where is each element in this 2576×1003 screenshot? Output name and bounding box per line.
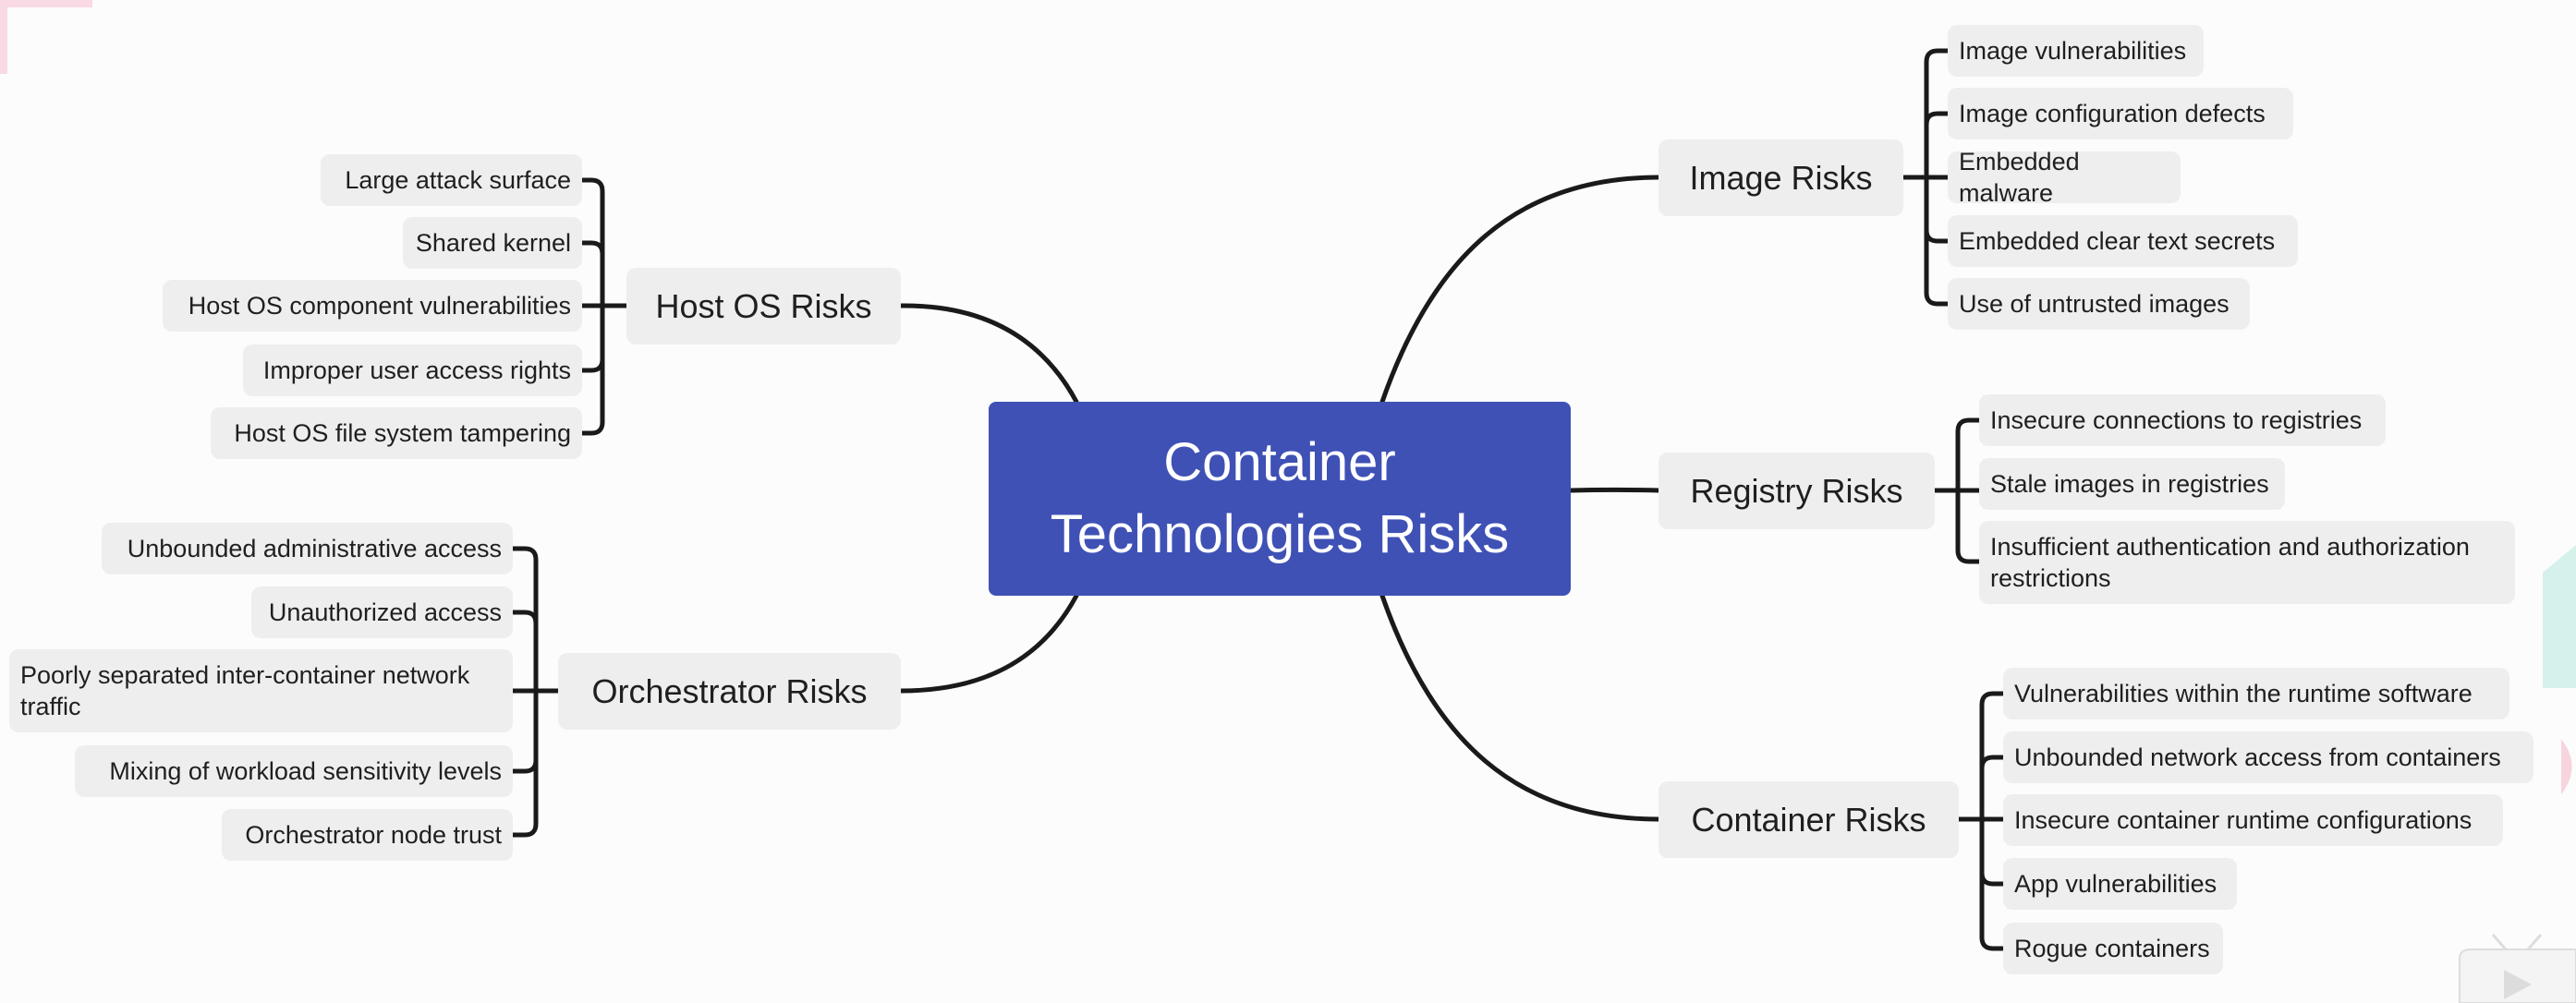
- leaf-runtime-software-vulnerabilities[interactable]: Vulnerabilities within the runtime softw…: [2003, 668, 2509, 719]
- leaf-stale-images-registries[interactable]: Stale images in registries: [1979, 458, 2285, 510]
- bracket-host: [579, 177, 629, 436]
- connector-center-registry: [1568, 487, 1661, 493]
- branch-container-risks[interactable]: Container Risks: [1659, 781, 1959, 858]
- leaf-embedded-clear-text-secrets[interactable]: Embedded clear text secrets: [1948, 215, 2298, 267]
- bracket-image: [1901, 48, 1950, 307]
- leaf-image-vulnerabilities[interactable]: Image vulnerabilities: [1948, 25, 2204, 77]
- leaf-orchestrator-node-trust[interactable]: Orchestrator node trust: [222, 809, 513, 861]
- leaf-unbounded-network-access[interactable]: Unbounded network access from containers: [2003, 731, 2533, 783]
- bracket-orchestrator: [510, 546, 561, 838]
- branch-image-risks[interactable]: Image Risks: [1659, 139, 1903, 216]
- connector-center-container: [1379, 593, 1661, 822]
- leaf-host-os-component-vulnerabilities[interactable]: Host OS component vulnerabilities: [163, 280, 582, 332]
- edge-accent-pink: [2561, 739, 2572, 794]
- leaf-app-vulnerabilities[interactable]: App vulnerabilities: [2003, 858, 2237, 910]
- leaf-unauthorized-access[interactable]: Unauthorized access: [251, 586, 513, 638]
- leaf-rogue-containers[interactable]: Rogue containers: [2003, 923, 2223, 974]
- branch-registry-risks[interactable]: Registry Risks: [1659, 453, 1935, 529]
- leaf-insufficient-authentication[interactable]: Insufficient authentication and authoriz…: [1979, 521, 2515, 604]
- leaf-image-configuration-defects[interactable]: Image configuration defects: [1948, 88, 2293, 139]
- bracket-container: [1956, 691, 2006, 951]
- leaf-unbounded-administrative-access[interactable]: Unbounded administrative access: [102, 523, 513, 574]
- bracket-registry: [1932, 417, 1982, 564]
- leaf-use-of-untrusted-images[interactable]: Use of untrusted images: [1948, 278, 2250, 330]
- connector-center-orchestrator: [898, 593, 1079, 694]
- connector-center-host: [898, 303, 1079, 405]
- center-topic[interactable]: Container Technologies Risks: [989, 402, 1571, 596]
- leaf-improper-user-access-rights[interactable]: Improper user access rights: [243, 344, 582, 396]
- leaf-insecure-runtime-configurations[interactable]: Insecure container runtime configuration…: [2003, 794, 2503, 846]
- leaf-embedded-malware[interactable]: Embedded malware: [1948, 148, 2181, 207]
- leaf-large-attack-surface[interactable]: Large attack surface: [321, 154, 582, 206]
- leaf-mixing-workload-sensitivity[interactable]: Mixing of workload sensitivity levels: [75, 745, 513, 797]
- edge-accent-teal: [2543, 545, 2576, 688]
- connector-center-image: [1379, 175, 1661, 405]
- branch-host-os-risks[interactable]: Host OS Risks: [626, 268, 901, 344]
- leaf-poorly-separated-network-traffic[interactable]: Poorly separated inter-container network…: [9, 649, 513, 732]
- tv-play-icon: [2459, 934, 2576, 1003]
- leaf-host-os-file-system-tampering[interactable]: Host OS file system tampering: [211, 407, 582, 459]
- corner-accent: [0, 0, 92, 74]
- branch-orchestrator-risks[interactable]: Orchestrator Risks: [558, 653, 901, 730]
- leaf-insecure-connections-registries[interactable]: Insecure connections to registries: [1979, 394, 2386, 446]
- leaf-shared-kernel[interactable]: Shared kernel: [403, 217, 582, 269]
